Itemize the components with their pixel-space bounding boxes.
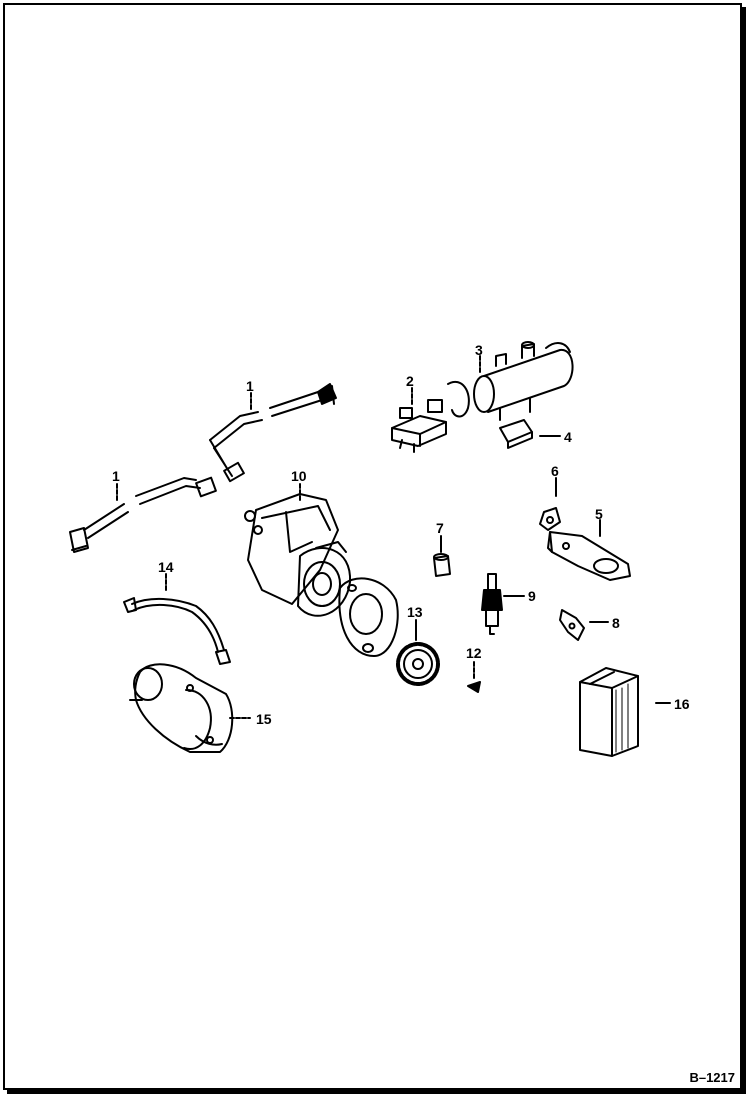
spark-plug-wire-upper [209,383,337,483]
page-border [3,3,742,1090]
callout-12: 12 [466,645,482,661]
border-shadow-bottom [7,1090,746,1094]
starter-motor [129,663,234,753]
callout-16: 16 [674,696,690,712]
spark-plug-boot [433,553,451,577]
callout-5: 5 [595,506,603,522]
callout-1-upper: 1 [246,378,254,394]
magneto [244,493,352,617]
callout-2: 2 [406,373,414,389]
callout-8: 8 [612,615,620,631]
ignition-coil [447,341,574,421]
callout-labels: 1 1 2 3 4 5 6 7 8 9 10 12 13 14 15 16 [112,342,690,727]
callout-13: 13 [407,604,423,620]
magneto-gasket [338,577,399,657]
clip [539,507,561,531]
leader-lines [116,355,671,719]
woodruff-key [467,681,481,693]
mounting-bracket [547,531,631,581]
callout-9: 9 [528,588,536,604]
coil-mounting-plate [499,419,533,449]
drive-gear [396,642,440,686]
ignition-switch [391,399,447,453]
callout-15: 15 [256,711,272,727]
callout-1-lower: 1 [112,468,120,484]
callout-7: 7 [436,520,444,536]
battery [579,667,639,757]
callout-6: 6 [551,463,559,479]
callout-14: 14 [158,559,174,575]
figure-id: B–1217 [689,1070,735,1085]
ground-cable [123,597,231,665]
cable-clamp [559,609,585,641]
border-shadow-right [742,7,746,1094]
spark-plug-wire-lower [69,476,217,553]
callout-3: 3 [475,342,483,358]
spark-plug [481,573,503,635]
callout-4: 4 [564,429,572,445]
callout-10: 10 [291,468,307,484]
